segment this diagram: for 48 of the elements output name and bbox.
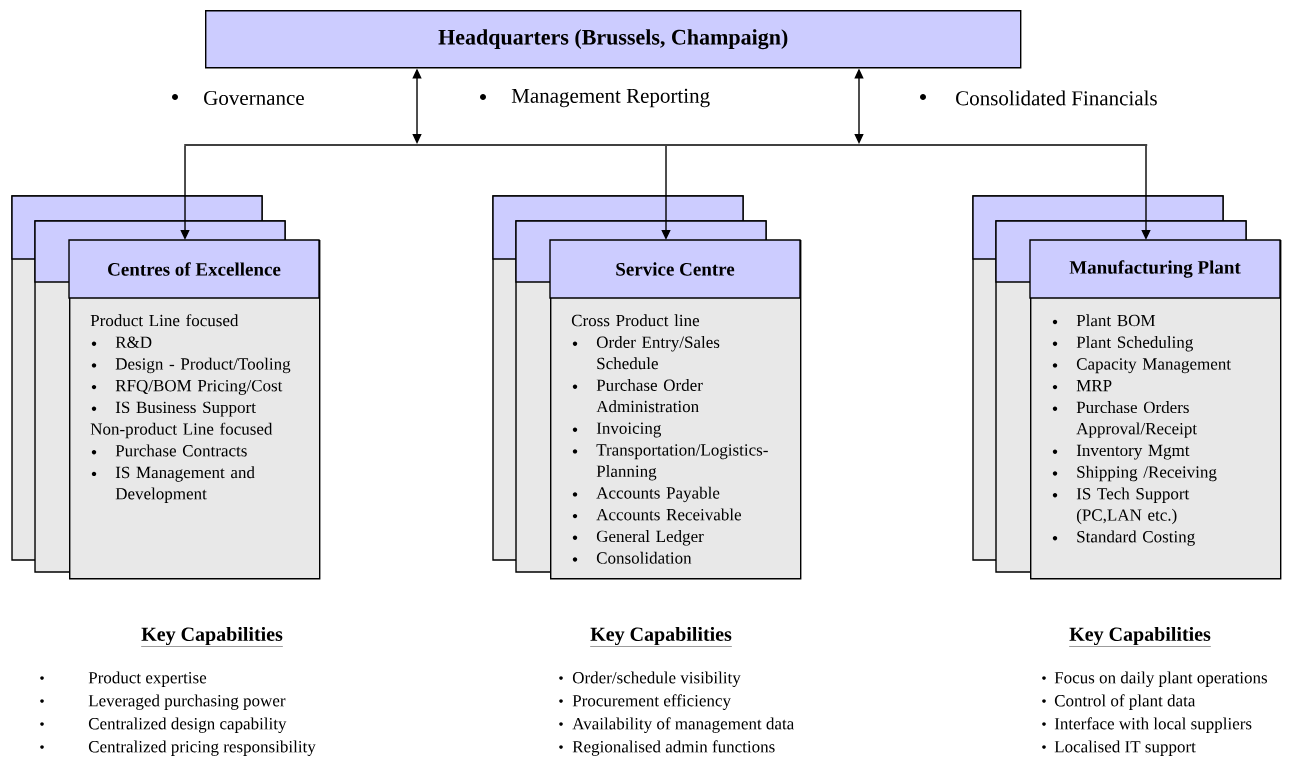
section-heading: Key Capabilities: [589, 626, 733, 647]
list-heading: Non-product Line focused: [90, 422, 273, 439]
bullet-item: RFQ/BOM Pricing/Cost: [115, 379, 283, 395]
bullet-label: Consolidated Financials: [920, 90, 1157, 106]
card-heading: Centres of Excellence: [108, 262, 281, 276]
bullet-item: General Ledger: [596, 530, 704, 546]
bullet-label: Governance: [172, 90, 304, 106]
bullet-item: Invoicing: [596, 422, 662, 438]
headquarters-box: Headquarters (Brussels, Champaign): [205, 10, 1022, 69]
bullet-item: IS Management and Development: [115, 466, 255, 503]
bullet-item: Standard Costing: [1077, 530, 1195, 546]
bullet-item: Order/schedule visibility: [559, 671, 741, 687]
bullet-item: Product expertise: [40, 671, 207, 687]
bullet-item: Purchase Order Administration: [596, 379, 703, 413]
bullet-item: Availability of management data: [559, 717, 794, 733]
card-heading: Service Centre: [616, 262, 735, 276]
bullet-item: Purchase Contracts: [115, 444, 247, 457]
bullet-item: Procurement efficiency: [559, 694, 731, 710]
bullet-item: Transportation/Logistics-Planning: [596, 444, 768, 481]
bullet-item: Localised IT support: [1042, 740, 1196, 756]
bullet-item: Accounts Receivable: [596, 508, 741, 521]
bullet-item: IS Tech Support (PC,LAN etc.): [1076, 487, 1190, 525]
bullet-label: Management Reporting: [480, 88, 710, 108]
bullet-item: Purchase Orders Approval/Receipt: [1076, 401, 1197, 438]
bullet-item: Design - Product/Tooling: [115, 357, 291, 374]
bullet-item: R&D: [115, 336, 152, 348]
card-heading: Manufacturing Plant: [1069, 260, 1241, 278]
bullet-item: Focus on daily plant operations: [1042, 671, 1268, 687]
list-heading: Cross Product line: [571, 314, 700, 327]
bullet-item: Interface with local suppliers: [1042, 717, 1252, 733]
list-heading: Product Line focused: [90, 314, 239, 327]
bullet-item: Centralized pricing responsibility: [40, 740, 316, 756]
bullet-item: Centralized design capability: [40, 717, 287, 733]
bullet-item: Plant BOM: [1076, 314, 1156, 327]
bullet-item: Plant Scheduling: [1076, 336, 1193, 352]
bullet-item: Leveraged purchasing power: [40, 694, 286, 710]
bullet-item: Order Entry/Sales Schedule: [596, 336, 720, 370]
bullet-item: Consolidation: [596, 551, 692, 564]
bullet-item: Accounts Payable: [596, 486, 720, 503]
section-heading: Key Capabilities: [1068, 626, 1212, 647]
bullet-item: Regionalised admin functions: [559, 740, 775, 756]
bullet-item: Capacity Management: [1076, 358, 1231, 374]
bullet-item: Inventory Mgmt: [1076, 444, 1190, 460]
bullet-item: MRP: [1076, 380, 1112, 392]
section-heading: Key Capabilities: [141, 626, 284, 647]
bullet-item: Control of plant data: [1042, 694, 1196, 710]
bullet-item: IS Business Support: [115, 401, 256, 417]
bullet-item: Shipping /Receiving: [1077, 465, 1217, 482]
